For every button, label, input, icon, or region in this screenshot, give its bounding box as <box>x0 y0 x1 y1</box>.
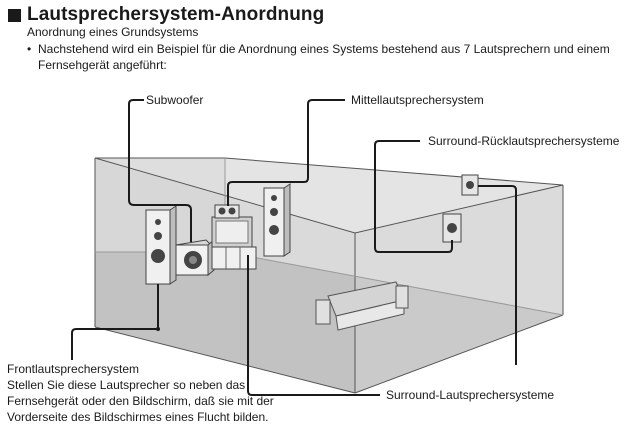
subwoofer-label: Subwoofer <box>146 93 204 107</box>
front-right-speaker-icon <box>263 183 291 257</box>
surround-label: Surround-Lautsprechersysteme <box>386 388 555 402</box>
subtitle: Anordnung eines Grundsystems <box>27 25 199 39</box>
surround-callout <box>247 255 380 396</box>
front-speaker-note: Frontlautsprechersystem Stellen Sie dies… <box>7 361 297 425</box>
center-label: Mittellautsprechersystem <box>351 93 484 107</box>
surround-back-speaker-icon <box>461 174 479 196</box>
surround-back-label: Surround-Rücklautsprechersysteme <box>428 134 620 148</box>
sofa-icon <box>315 281 409 331</box>
subwoofer-icon <box>174 238 215 277</box>
tv-icon <box>211 216 257 270</box>
section-heading: Lautsprechersystem-Anordnung <box>8 4 324 26</box>
surround-speaker-icon <box>442 213 462 243</box>
room-right-wall <box>355 185 563 393</box>
front-left-speaker-icon <box>145 205 177 285</box>
page-title: Lautsprechersystem-Anordnung <box>27 4 325 25</box>
bullet-item: • Nachstehend wird ein Beispiel für die … <box>27 41 633 73</box>
subwoofer-callout <box>128 99 192 242</box>
center-speaker-icon <box>214 204 240 219</box>
surround-back-callout <box>374 140 453 253</box>
bullet-dot-icon: • <box>27 42 32 56</box>
square-bullet-icon <box>8 8 21 22</box>
front-callout <box>71 284 159 360</box>
front-speaker-description: Stellen Sie diese Lautsprecher so neben … <box>7 378 274 424</box>
front-speaker-title: Frontlautsprechersystem <box>7 362 140 376</box>
center-callout <box>227 99 345 206</box>
surround-back-callout-2 <box>478 185 517 365</box>
bullet-text: Nachstehend wird ein Beispiel für die An… <box>38 42 610 72</box>
